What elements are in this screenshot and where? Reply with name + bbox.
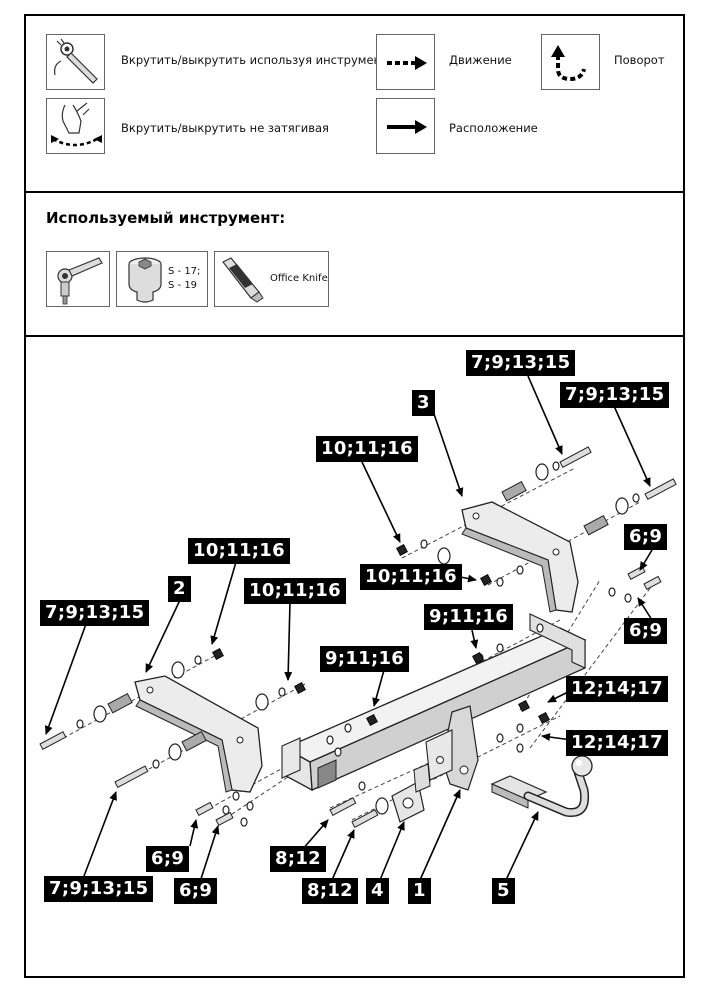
callout-screw-right-upper: 6;9: [624, 524, 668, 550]
callout-nut-crossbar-left: 9;11;16: [320, 646, 410, 672]
callout-screw-left-lower: 6;9: [174, 878, 218, 904]
hand-screw-icon: [46, 98, 105, 154]
main-crossbar: [281, 613, 587, 792]
legend-text-wrench: Вкрутить/выкрутить используя инструмент: [121, 53, 388, 67]
ratchet-icon: [46, 251, 110, 307]
tow-ball-neck: [490, 755, 593, 818]
bolts: [39, 446, 677, 828]
callout-nut-left-upper: 10;11;16: [188, 538, 290, 564]
socket-size-17: S - 17;: [168, 266, 201, 277]
callout-bolt-center-upper: 8;12: [270, 846, 326, 872]
wrench-tighten-icon: [46, 34, 105, 90]
office-knife-label: Office Knife: [270, 273, 328, 284]
socket-size-19: S - 19: [168, 280, 198, 291]
callout-part-5: 5: [492, 878, 515, 904]
legend-text-rotate: Поворот: [614, 53, 665, 67]
legend-text-hand: Вкрутить/выкрутить не затягивая: [121, 121, 329, 135]
callout-bolt-center-lower: 8;12: [302, 878, 358, 904]
divider-tools: [24, 335, 685, 337]
callout-bolt-left-lower: 7;9;13;15: [44, 876, 154, 902]
tools-title: Используемый инструмент:: [46, 209, 286, 227]
callout-nut-right-upper: 10;11;16: [316, 436, 418, 462]
legend-text-position: Расположение: [449, 121, 538, 135]
callout-nut-left-lower: 10;11;16: [244, 578, 346, 604]
callout-nut-center-upper: 12;14;17: [566, 676, 668, 702]
dashed-arrow-icon: [376, 34, 435, 90]
legend-text-movement: Движение: [449, 53, 512, 67]
callout-part-1: 1: [408, 878, 431, 904]
callout-bolt-left-upper: 7;9;13;15: [40, 600, 150, 626]
divider-legend: [24, 191, 685, 193]
callout-nut-center-lower: 12;14;17: [566, 730, 668, 756]
solid-arrow-icon: [376, 98, 435, 154]
callout-part-3: 3: [412, 390, 435, 416]
callout-screw-right-lower: 6;9: [624, 618, 668, 644]
callout-part-2: 2: [168, 576, 191, 602]
socket-icon: [116, 251, 208, 307]
rotate-arrow-icon: [541, 34, 600, 90]
callout-bolt-right-upper: 7;9;13;15: [466, 350, 576, 376]
right-bracket: [461, 501, 579, 613]
nuts: [212, 544, 550, 726]
left-bracket: [134, 675, 263, 793]
callout-screw-left-upper: 6;9: [146, 846, 190, 872]
office-knife-icon: [214, 251, 329, 307]
spacer-tubes: [107, 480, 609, 752]
callout-nut-crossbar-right: 9;11;16: [424, 604, 514, 630]
socket-plate: [391, 763, 431, 823]
page-frame: [24, 14, 685, 978]
callout-bolt-right-lower: 7;9;13;15: [560, 382, 670, 408]
callout-part-4: 4: [366, 878, 389, 904]
callout-nut-right-lower: 10;11;16: [360, 564, 462, 590]
